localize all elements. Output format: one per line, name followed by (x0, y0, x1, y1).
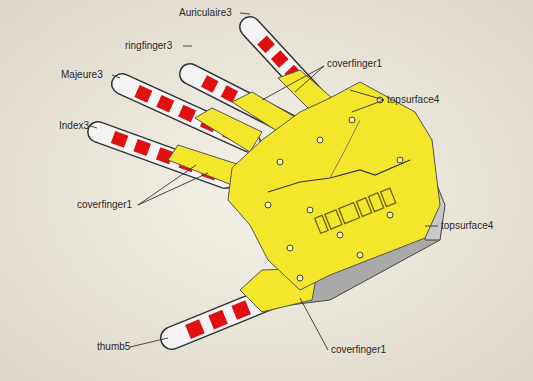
part-label: Auriculaire3 (178, 7, 233, 19)
part-label: thumb5 (96, 341, 131, 353)
part-label: Majeure3 (60, 69, 104, 81)
logo-relief (315, 188, 396, 233)
part-label: ringfinger3 (124, 40, 173, 52)
screw-holes (265, 97, 403, 281)
part-label: coverfinger1 (330, 344, 387, 356)
part-label: coverfinger1 (76, 199, 133, 211)
seam-line (268, 160, 410, 192)
part-label: topsurface4 (386, 94, 440, 106)
palm-cover (228, 82, 440, 290)
part-label: topsurface4 (440, 220, 494, 232)
part-label: Index3 (58, 120, 90, 132)
leader-lines (90, 13, 438, 350)
part-label: coverfinger1 (326, 58, 383, 70)
seam-line (330, 120, 360, 178)
